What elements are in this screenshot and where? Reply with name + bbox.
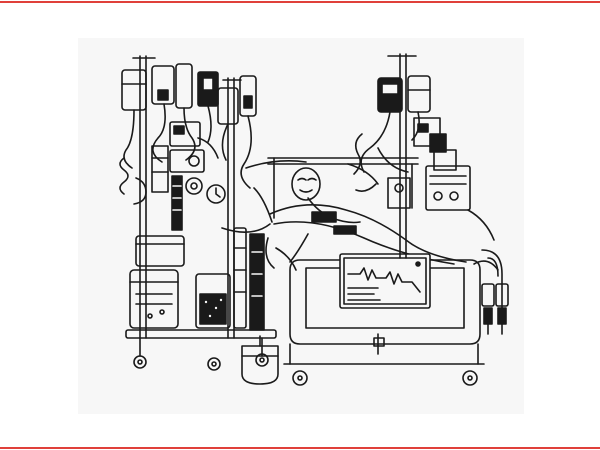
patient-in-bed [267, 157, 467, 265]
bottom-accent-rule [0, 447, 600, 449]
right-drip-chambers [473, 260, 509, 335]
icu-bed-with-medical-equipment-icon [119, 53, 509, 386]
bedside-monitor [339, 253, 431, 309]
connecting-tubes [221, 160, 309, 271]
top-accent-rule [0, 1, 600, 3]
right-iv-pole-tower [347, 53, 495, 259]
drainage-jar [241, 335, 279, 385]
left-iv-pole-tower [119, 55, 277, 371]
icu-bed-illustration [78, 38, 524, 414]
